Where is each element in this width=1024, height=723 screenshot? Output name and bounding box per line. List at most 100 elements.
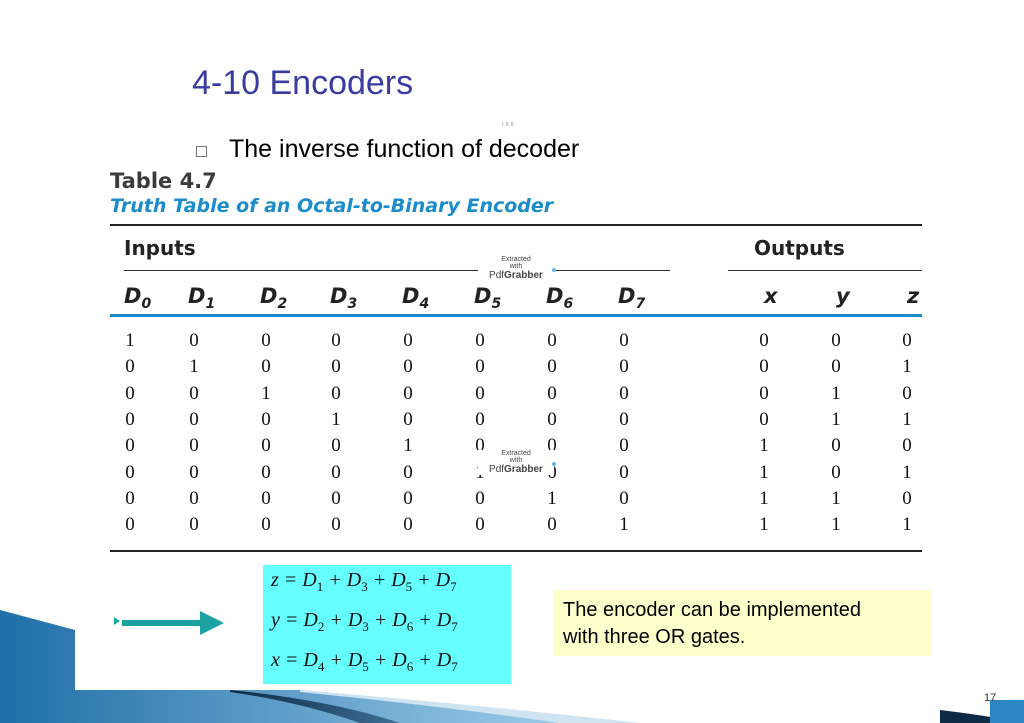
equation-term-var: D (347, 609, 363, 631)
watermark-line2: with (509, 263, 523, 270)
equation-z: z = D1 + D3 + D5 + D7 (271, 569, 457, 595)
column-header-d4: D4 (402, 284, 429, 312)
column-header-sub: 4 (419, 296, 430, 313)
table-cell: 1 (831, 487, 841, 509)
equation-term-var: D (436, 649, 452, 671)
column-header-sub: 5 (491, 296, 502, 313)
page-number: 17 (984, 692, 997, 704)
table-cell: 0 (189, 487, 199, 509)
column-header-d3: D3 (330, 284, 357, 312)
equation-plus: + (324, 609, 348, 631)
column-header-sub: 1 (205, 296, 216, 313)
table-cell: 0 (189, 330, 199, 351)
table-cell: 0 (331, 487, 341, 509)
table-cell: 1 (831, 514, 841, 536)
table-cell: 1 (831, 408, 841, 430)
column-header-var: D (188, 284, 206, 308)
table-cell: 0 (547, 382, 557, 404)
equation-x: x = D4 + D5 + D6 + D7 (271, 649, 458, 675)
equation-term-var: D (391, 569, 406, 591)
table-cell: 1 (331, 408, 341, 430)
table-cell: 0 (331, 330, 341, 351)
slide-title: 4-10 Encoders (192, 64, 414, 102)
table-cell: 0 (759, 356, 769, 378)
table-cell: 1 (902, 514, 912, 536)
equation-lhs: z (271, 569, 279, 591)
table-cell: 0 (831, 356, 841, 378)
table-cell: 0 (125, 408, 135, 430)
bullet-text: The inverse function of decoder (229, 135, 580, 163)
column-header-sub: 2 (277, 296, 288, 313)
table-cell: 0 (331, 435, 341, 457)
watermark-dot-icon (552, 268, 556, 272)
watermark-line1: Extracted (501, 256, 531, 263)
equation-plus: + (323, 569, 347, 591)
watermark-line1: Extracted (501, 450, 531, 457)
column-header-var: D (474, 284, 492, 308)
corner-dark-swoosh (230, 690, 400, 723)
right-arrow-icon (114, 611, 224, 635)
table-cell: 0 (125, 487, 135, 509)
table-cell: 1 (902, 461, 912, 483)
table-cell: 0 (547, 356, 557, 378)
table-cell: 0 (759, 408, 769, 430)
column-header-sub: 6 (563, 296, 574, 313)
equation-term-sub: 1 (316, 579, 324, 594)
table-cell: 1 (547, 487, 557, 509)
table-cell: 0 (189, 382, 199, 404)
column-header-var: D (260, 284, 278, 308)
table-cell: 0 (125, 435, 135, 457)
pdfgrabber-watermark: Extracted with PdfGrabber (478, 450, 556, 475)
table-cell: 0 (759, 382, 769, 404)
equation-lhs: y (271, 609, 280, 631)
table-cell: 0 (403, 330, 413, 351)
note-text: The encoder can be implemented with thre… (563, 599, 861, 648)
watermark-brand-bold: Grabber (504, 464, 543, 475)
watermark-dot-icon (552, 462, 556, 466)
table-cell: 1 (759, 461, 769, 483)
inputs-header: Inputs (124, 236, 196, 260)
equation-term-sub: 3 (361, 579, 368, 594)
table-cell: 0 (261, 461, 271, 483)
table-cell: 0 (902, 435, 912, 457)
table-cell: 0 (475, 330, 485, 351)
column-header-var: D (330, 284, 348, 308)
table-cell: 0 (475, 514, 485, 536)
table-bottom-rule (110, 550, 922, 552)
table-cell: 1 (902, 408, 912, 430)
equation-term-var: D (303, 649, 318, 671)
equation-plus: + (367, 569, 392, 591)
table-cell: 0 (547, 435, 557, 457)
outputs-header: Outputs (754, 236, 845, 260)
column-header-d0: D0 (124, 284, 151, 312)
equation-term-sub: 4 (317, 659, 325, 674)
table-cell: 1 (831, 382, 841, 404)
table-cell: 0 (403, 382, 413, 404)
equation-lhs: x (271, 649, 280, 671)
column-header-d5: D5 (474, 284, 501, 312)
equation-term-var: D (435, 569, 451, 591)
equation-term-sub: 5 (405, 579, 413, 594)
table-cell: 0 (547, 330, 557, 351)
table-cell: 0 (619, 330, 629, 351)
table-cell: 0 (261, 514, 271, 536)
table-cell: 0 (331, 356, 341, 378)
table-cell: 0 (475, 487, 485, 509)
watermark-brand: PdfGrabber (478, 464, 554, 475)
table-cell: 0 (125, 514, 135, 536)
column-header-var: D (402, 284, 420, 308)
equation-y: y = D2 + D3 + D6 + D7 (271, 609, 458, 635)
corner-light-swoosh (300, 690, 640, 723)
equation-term-sub: 2 (317, 619, 325, 634)
table-cell: 1 (759, 487, 769, 509)
table-cell: 0 (125, 356, 135, 378)
equation-equals: = (278, 569, 303, 591)
tiny-mark: I II II (502, 122, 514, 128)
table-cell: 0 (261, 408, 271, 430)
column-header-d7: D7 (618, 284, 645, 312)
table-cell: 0 (547, 514, 557, 536)
equation-term-sub: 3 (362, 619, 369, 634)
table-cell: 0 (619, 487, 629, 509)
equation-term-var: D (303, 609, 318, 631)
equation-term-var: D (302, 569, 317, 591)
